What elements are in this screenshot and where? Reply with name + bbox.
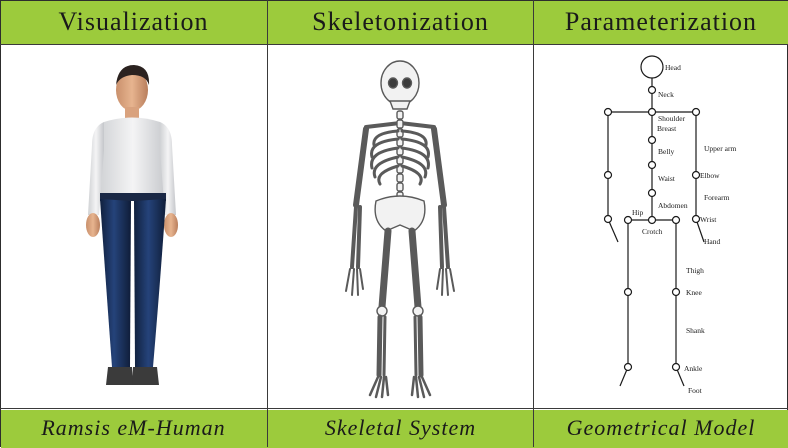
- label-knee: Knee: [686, 288, 702, 297]
- label-forearm: Forearm: [704, 193, 730, 202]
- column-title-skeletonization: Skeletonization: [268, 0, 533, 44]
- label-head: Head: [665, 63, 681, 72]
- label-elbow: Elbow: [700, 171, 720, 180]
- geometrical-model-diagram: Head Neck Shoulder Breast Belly Upper ar…: [534, 45, 788, 408]
- label-upper-arm: Upper arm: [704, 144, 736, 153]
- label-crotch: Crotch: [642, 227, 663, 236]
- label-hip: Hip: [632, 208, 644, 217]
- label-waist: Waist: [658, 174, 676, 183]
- label-belly: Belly: [658, 147, 674, 156]
- caption-skeletal-system: Skeletal System: [268, 409, 533, 447]
- label-abdomen: Abdomen: [658, 201, 688, 210]
- caption-geometrical-model: Geometrical Model: [534, 409, 788, 447]
- label-wrist: Wrist: [700, 215, 717, 224]
- skeleton-illustration: [268, 45, 533, 408]
- label-thigh: Thigh: [686, 266, 704, 275]
- caption-ramsis: Ramsis eM-Human: [0, 409, 267, 447]
- label-foot: Foot: [688, 386, 703, 395]
- label-hand: Hand: [704, 237, 720, 246]
- label-shank: Shank: [686, 326, 705, 335]
- human-figure-illustration: [0, 45, 267, 408]
- column-title-visualization: Visualization: [0, 0, 267, 44]
- label-neck: Neck: [658, 90, 674, 99]
- label-shoulder: Shoulder: [658, 114, 686, 123]
- label-ankle: Ankle: [684, 364, 703, 373]
- column-title-parameterization: Parameterization: [534, 0, 788, 44]
- label-breast: Breast: [657, 124, 677, 133]
